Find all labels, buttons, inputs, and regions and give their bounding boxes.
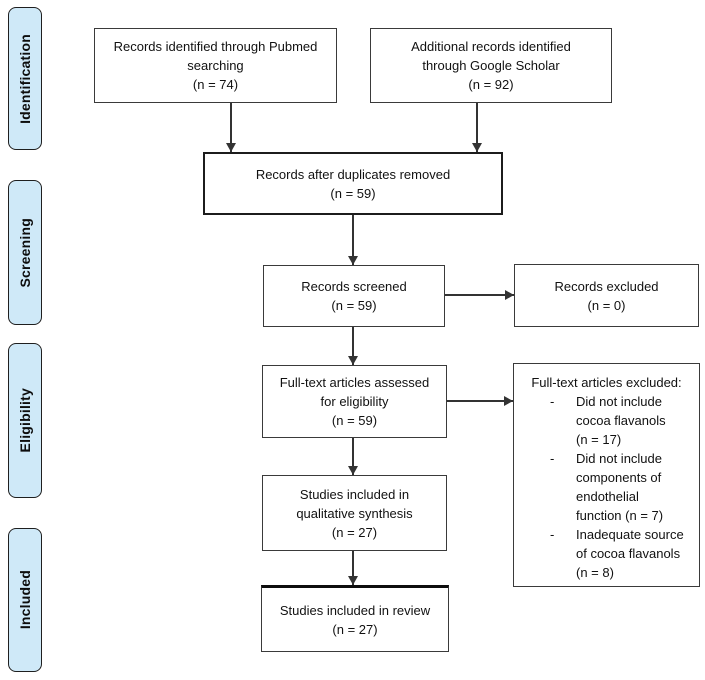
stage-label-identification: Identification	[8, 7, 42, 150]
stage-label-included-text: Included	[17, 570, 33, 630]
arrow-duplicates-to-screened	[352, 215, 354, 265]
hyphen-bullet: -	[550, 394, 555, 409]
box-records-screened-text: Records screened (n = 59)	[301, 279, 407, 313]
arrow-qualitative-to-review	[352, 551, 354, 585]
fulltext-excluded-item-3-text: Inadequate source of cocoa flavanols (n …	[576, 527, 684, 580]
fulltext-excluded-item-3: - Inadequate source of cocoa flavanols (…	[519, 525, 694, 582]
box-records-excluded: Records excluded (n = 0)	[514, 264, 699, 327]
arrow-screened-to-records-excluded	[445, 294, 514, 296]
box-included-in-review-text: Studies included in review (n = 27)	[279, 602, 431, 637]
stage-label-eligibility-text: Eligibility	[17, 388, 33, 453]
arrow-screened-to-assessed	[352, 327, 354, 365]
hyphen-bullet: -	[550, 451, 555, 466]
box-duplicates-removed-text: Records after duplicates removed (n = 59…	[255, 166, 451, 201]
box-records-identified-pubmed-text: Records identified through Pubmed search…	[113, 39, 318, 92]
box-qualitative-synthesis: Studies included in qualitative synthesi…	[262, 475, 447, 551]
arrow-assessed-to-fulltext-excluded	[447, 400, 513, 402]
box-included-in-review: Studies included in review (n = 27)	[261, 585, 449, 652]
box-fulltext-assessed: Full-text articles assessed for eligibil…	[262, 365, 447, 438]
fulltext-excluded-item-2-text: Did not include components of endothelia…	[576, 451, 664, 523]
fulltext-excluded-item-1-text: Did not include cocoa flavanols (n = 17)	[576, 394, 666, 447]
arrow-scholar-to-duplicates	[476, 103, 478, 152]
box-fulltext-excluded: Full-text articles excluded: - Did not i…	[513, 363, 700, 587]
box-records-identified-pubmed: Records identified through Pubmed search…	[94, 28, 337, 103]
box-fulltext-assessed-text: Full-text articles assessed for eligibil…	[279, 375, 430, 428]
box-additional-records-scholar-text: Additional records identified through Go…	[411, 39, 571, 92]
stage-label-screening: Screening	[8, 180, 42, 325]
box-qualitative-synthesis-text: Studies included in qualitative synthesi…	[296, 486, 413, 540]
hyphen-bullet: -	[550, 527, 555, 542]
fulltext-excluded-item-2: - Did not include components of endothel…	[519, 449, 694, 525]
box-records-screened: Records screened (n = 59)	[263, 265, 445, 327]
stage-label-screening-text: Screening	[17, 217, 33, 288]
box-duplicates-removed: Records after duplicates removed (n = 59…	[203, 152, 503, 215]
arrow-assessed-to-qualitative	[352, 438, 354, 475]
fulltext-excluded-item-1: - Did not include cocoa flavanols (n = 1…	[519, 392, 694, 449]
stage-label-eligibility: Eligibility	[8, 343, 42, 498]
box-additional-records-scholar: Additional records identified through Go…	[370, 28, 612, 103]
fulltext-excluded-title: Full-text articles excluded:	[531, 375, 682, 390]
stage-label-included: Included	[8, 528, 42, 672]
box-records-excluded-text: Records excluded (n = 0)	[554, 278, 659, 313]
arrow-pubmed-to-duplicates	[230, 103, 232, 152]
stage-label-identification-text: Identification	[17, 33, 33, 124]
